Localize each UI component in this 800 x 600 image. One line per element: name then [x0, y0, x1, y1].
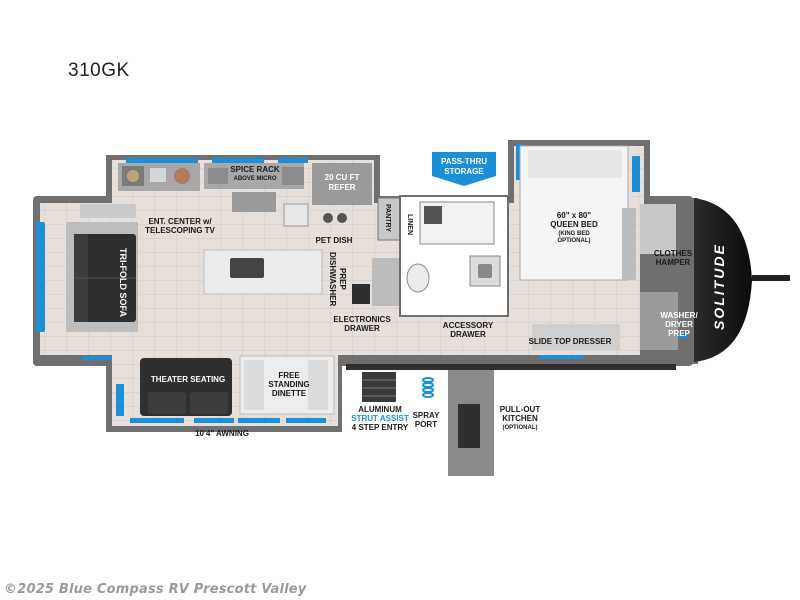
entry-steps-label: ALUMINUM — [358, 405, 402, 414]
svg-text:PREP: PREP — [338, 268, 347, 290]
svg-text:(KING BED: (KING BED — [558, 231, 590, 237]
theater-seating — [140, 358, 232, 416]
awning-rail — [346, 364, 676, 370]
pet-dish-bowl-1 — [323, 213, 333, 223]
awning-label: 10'4" AWNING — [195, 429, 249, 438]
kitchen-counter — [118, 163, 372, 212]
pantry-label: PANTRY — [384, 204, 391, 232]
svg-text:DRAWER: DRAWER — [344, 324, 380, 333]
electronics-label: ELECTRONICS — [333, 315, 391, 324]
front-cap: SOLITUDE — [694, 198, 790, 362]
spray-port-coil — [422, 377, 434, 398]
svg-text:DRAWER: DRAWER — [450, 330, 486, 339]
svg-text:DINETTE: DINETTE — [272, 389, 307, 398]
stool — [283, 203, 309, 227]
watermark: ©2025 Blue Compass RV Prescott Valley — [4, 582, 307, 597]
free-standing-dinette — [239, 355, 335, 415]
spice-rack-label: SPICE RACK — [230, 165, 280, 174]
refrigerator — [312, 163, 372, 205]
ent-center-label: ENT. CENTER w/ — [148, 217, 212, 226]
brand-logo-text: SOLITUDE — [711, 243, 727, 330]
model-name: 310GK — [68, 60, 130, 81]
pull-out-kitchen — [448, 366, 494, 476]
svg-text:STRUT ASSIST: STRUT ASSIST — [351, 414, 409, 423]
svg-text:PORT: PORT — [415, 420, 437, 429]
svg-text:QUEEN BED: QUEEN BED — [550, 220, 598, 229]
theater-seating-label: THEATER SEATING — [151, 375, 225, 384]
entry-steps — [362, 372, 396, 402]
svg-text:KITCHEN: KITCHEN — [502, 414, 538, 423]
kitchen-island — [203, 249, 323, 295]
linen-label: LINEN — [406, 214, 413, 235]
svg-text:(OPTIONAL): (OPTIONAL) — [503, 425, 538, 431]
svg-text:PASS-THRU: PASS-THRU — [441, 157, 487, 166]
tri-fold-sofa-label: TRI-FOLD SOFA — [118, 248, 128, 317]
svg-text:PREP: PREP — [668, 329, 690, 338]
slide-top-dresser-label: SLIDE TOP DRESSER — [529, 337, 612, 346]
svg-text:HAMPER: HAMPER — [656, 258, 691, 267]
dishwasher-label: DISHWASHER — [328, 252, 337, 306]
pet-dish-label: PET DISH — [316, 236, 353, 245]
bedroom — [519, 145, 678, 350]
washer-dryer-label: WASHER/ — [660, 311, 698, 320]
clothes-hamper-label: CLOTHES — [654, 249, 693, 258]
dinette-label: FREE — [278, 371, 300, 380]
svg-text:STANDING: STANDING — [268, 380, 309, 389]
ent-center-cabinet — [80, 204, 136, 218]
svg-text:TELESCOPING TV: TELESCOPING TV — [145, 226, 215, 235]
bathroom — [399, 195, 509, 317]
tri-fold-sofa: TRI-FOLD SOFA — [66, 222, 138, 332]
svg-text:REFER: REFER — [328, 183, 355, 192]
queen-bed-label: 60" x 80" — [557, 211, 591, 220]
accessory-label: ACCESSORY — [443, 321, 494, 330]
svg-text:4 STEP ENTRY: 4 STEP ENTRY — [352, 423, 409, 432]
svg-text:STORAGE: STORAGE — [444, 167, 484, 176]
pet-dish-bowl-2 — [337, 213, 347, 223]
pass-thru-storage-banner: PASS-THRU STORAGE — [432, 152, 496, 186]
pull-out-kitchen-label: PULL-OUT — [500, 405, 541, 414]
svg-text:ABOVE MICRO: ABOVE MICRO — [233, 176, 276, 182]
svg-text:DRYER: DRYER — [665, 320, 693, 329]
refer-label: 20 CU FT — [325, 173, 360, 182]
svg-text:OPTIONAL): OPTIONAL) — [558, 238, 591, 244]
spray-port-label: SPRAY — [413, 411, 440, 420]
